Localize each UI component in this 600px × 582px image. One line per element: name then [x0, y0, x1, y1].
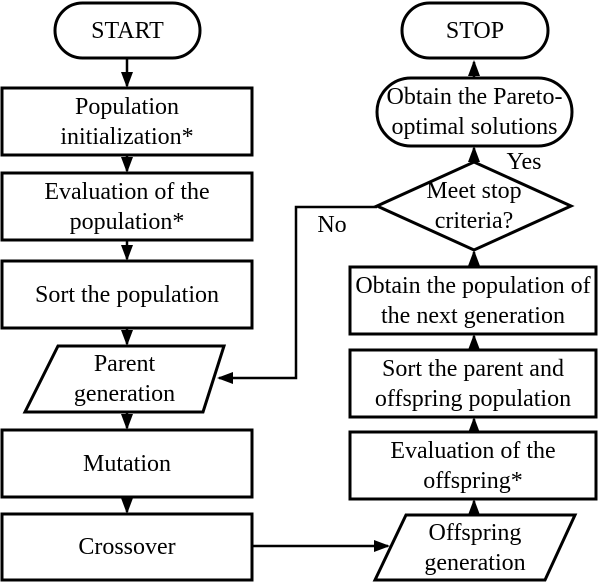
- obtain-pareto-shape: [375, 76, 574, 148]
- evaluation-offspring-shape: [348, 430, 598, 501]
- stop-terminator-shape: [400, 1, 550, 60]
- mutation-shape: [0, 428, 254, 499]
- sort-parent-offspring-shape: [348, 348, 598, 419]
- obtain-next-generation-shape: [348, 265, 598, 336]
- offspring-generation-shape: [372, 513, 578, 582]
- evaluation-population-shape: [0, 171, 254, 242]
- edge-decision-no-to-parent-generation: [217, 205, 377, 384]
- crossover-shape: [0, 512, 254, 582]
- population-initialization-shape: [0, 86, 254, 157]
- meet-stop-criteria-diamond-shape: [373, 160, 575, 252]
- parent-generation-shape: [22, 344, 227, 414]
- sort-population-shape: [0, 259, 254, 330]
- start-terminator-shape: [53, 1, 202, 60]
